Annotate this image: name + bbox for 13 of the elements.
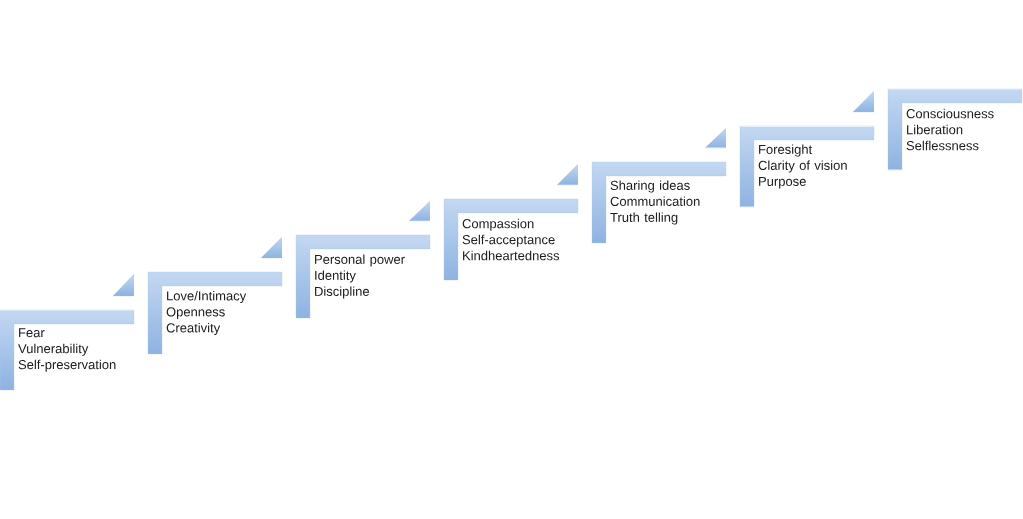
wedge-arrow [852,90,875,113]
step-block: Foresight Clarity of vision Purpose [739,125,875,208]
wedge-arrow [704,127,727,149]
step-block: Personal power Identity Discipline [295,234,431,319]
step-block: Consciousness Liberation Selflessness [887,88,1023,171]
wedge-arrow [112,273,135,297]
step-block: Fear Vulnerability Self-preservation [0,309,135,391]
wedge-arrow [408,200,431,222]
step-block: Compassion Self-acceptance Kindheartedness [443,198,579,281]
step-block: Sharing ideas Communication Truth telling [591,161,727,244]
wedge-arrow [556,163,579,186]
step-block: Love/Intimacy Openness Creativity [147,271,283,355]
wedge-arrow [260,236,283,259]
